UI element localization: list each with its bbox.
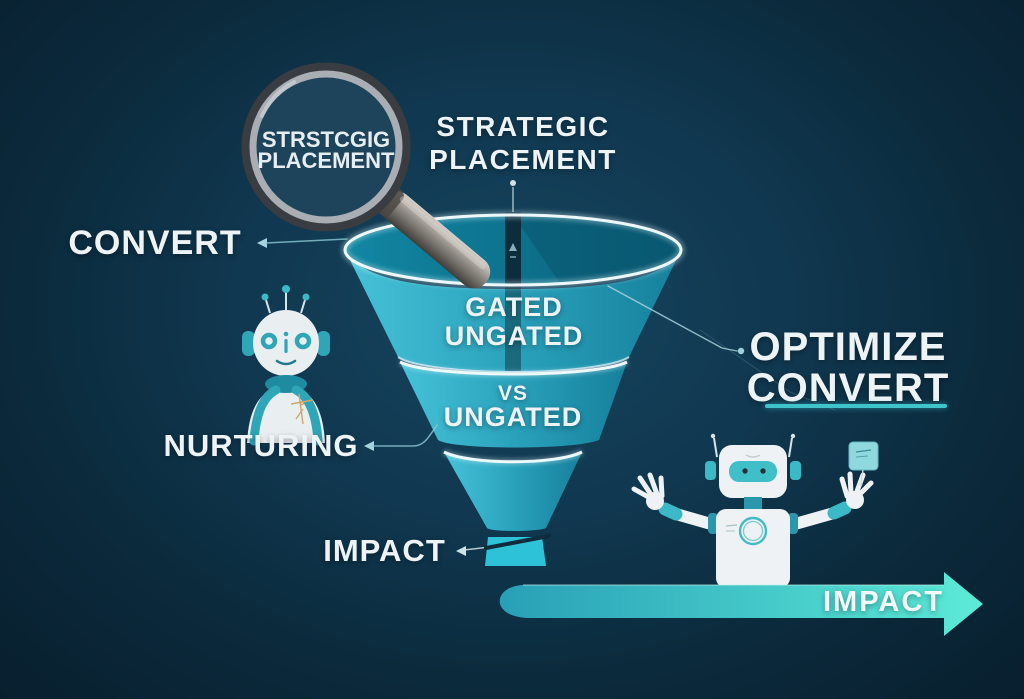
optimize-convert-label: OPTIMIZE CONVERT: [718, 327, 978, 409]
optimize-line2: CONVERT: [746, 366, 950, 410]
impact-arrow: [499, 572, 983, 636]
connector-lines: [257, 238, 836, 556]
magnifier-rim-outer: [241, 62, 411, 232]
robot-eye: [742, 468, 748, 474]
robot-ear: [242, 331, 255, 356]
robot-eye: [760, 468, 766, 474]
funnel-stage2-label: UNGATED: [443, 402, 583, 432]
stage1-line1: GATED: [465, 292, 563, 322]
lens-text: STRSTCGIG PLACEMENT: [242, 127, 410, 173]
robot-visor: [729, 461, 777, 482]
impact-arrow-label: IMPACT: [822, 586, 944, 618]
convert-label: CONVERT: [68, 224, 242, 262]
robot-torso: [716, 509, 790, 588]
robot-assistant-icon: [242, 285, 330, 446]
page-title-line2: PLACEMENT: [429, 144, 617, 175]
magnifier-icon: [241, 62, 491, 289]
optimize-line1: OPTIMIZE: [749, 325, 947, 369]
optimize-underline: [765, 404, 947, 408]
robot-ear: [790, 461, 801, 480]
nurturing-arrowhead: [364, 441, 374, 451]
stage1-line2: UNGATED: [444, 321, 584, 351]
robot-left-hand: [631, 472, 665, 502]
funnel-stage3-shape: [444, 452, 582, 531]
funnel-stage1-label: GATED UNGATED: [414, 293, 614, 351]
convert-connector-line: [264, 238, 348, 244]
impact-arrowhead: [456, 546, 466, 556]
lens-text-line1: STRSTCGIG: [261, 127, 391, 152]
magnifier-handle: [380, 191, 491, 289]
robot-ear: [317, 331, 330, 356]
robot-celebrating-icon: [631, 433, 879, 588]
robot-eye: [294, 332, 312, 350]
robot-right-hand: [839, 471, 874, 500]
page-title: STRATEGIC PLACEMENT: [398, 110, 648, 176]
impact-arrow-shape: [499, 572, 983, 636]
lens-text-line2: PLACEMENT: [257, 148, 395, 173]
chest-sketch: [290, 393, 314, 425]
robot-mouth: [275, 359, 297, 366]
page-title-line1: STRATEGIC: [436, 111, 610, 142]
funnel-rim: [343, 213, 683, 287]
impact-funnel-label: IMPACT: [323, 533, 446, 568]
optimize-connector-line: [607, 285, 738, 352]
robot-emblem: [738, 516, 768, 546]
funnel-stage2-vs: VS: [497, 382, 528, 405]
optimize-connector-dot: [737, 347, 745, 355]
pointer-dot: [510, 180, 516, 186]
convert-arrowhead: [257, 238, 267, 248]
robot-eye: [260, 332, 278, 350]
funnel: [341, 180, 685, 566]
spout-slash: [484, 534, 551, 550]
nurturing-label: NURTURING: [163, 428, 359, 463]
funnel-stage2-shape: [400, 362, 627, 448]
nurturing-connector-line: [371, 424, 438, 447]
magnifier-lens: [249, 70, 403, 224]
robot-ear: [705, 461, 716, 480]
